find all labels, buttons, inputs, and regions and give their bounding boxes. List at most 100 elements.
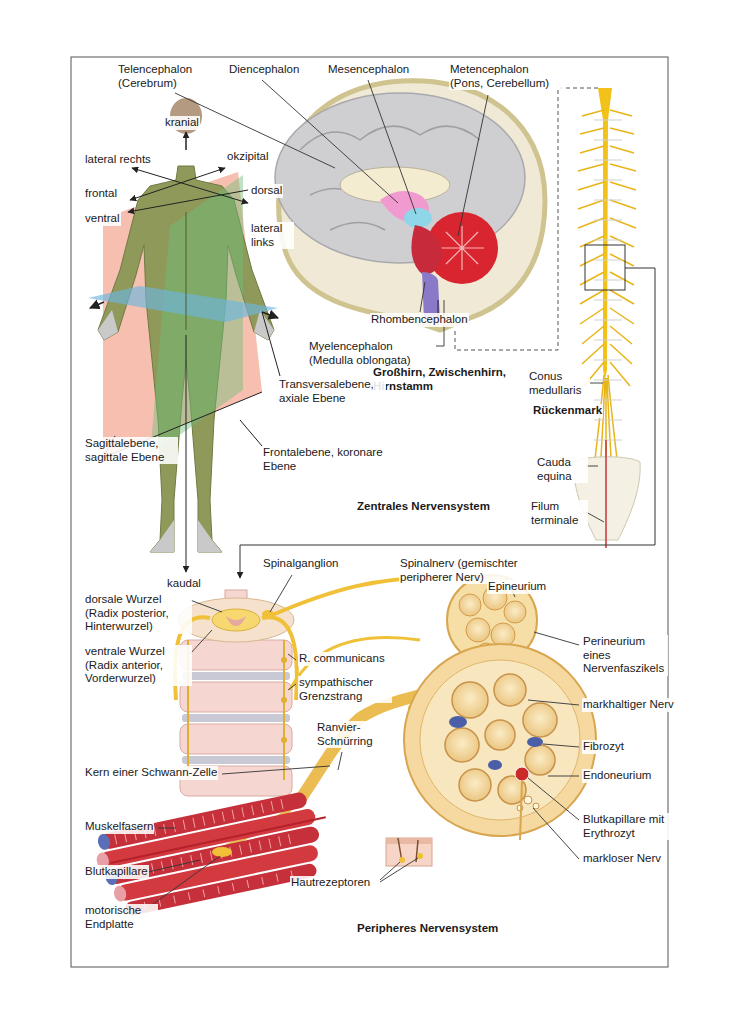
peripheral-nerve (445, 728, 479, 762)
spinal-cord (605, 440, 607, 548)
leader-line (222, 766, 330, 774)
vertebral-column (281, 657, 287, 663)
vertebral-column (175, 617, 297, 700)
peripheral-nerve (445, 674, 557, 804)
part-label: Metencephalon (Pons, Cerebellum) (449, 63, 563, 90)
section-heading: Großhirn, Zwischenhirn, Hirnstamm (372, 366, 526, 393)
body-planes (186, 212, 187, 330)
part-label: Sagittalebene, sagittale Ebene (84, 437, 178, 464)
peripheral-nerve (523, 703, 557, 737)
vertebral-column (180, 640, 292, 670)
peripheral-nerve (488, 760, 502, 770)
spinal-cord (598, 88, 612, 380)
spinal-cord (594, 120, 622, 440)
peripheral-nerve (459, 594, 481, 616)
part-label: Endoneurium (582, 769, 652, 783)
leader-line (142, 575, 579, 912)
body-planes (88, 98, 280, 572)
part-label: Telencephalon (Cerebrum) (117, 63, 207, 90)
leader-line (368, 80, 416, 214)
part-label: frontal (84, 187, 118, 201)
body-planes (88, 286, 278, 322)
peripheral-nerve (533, 803, 539, 809)
brain (440, 226, 484, 270)
leader-line (288, 684, 296, 690)
leader-line (158, 828, 176, 829)
part-label: Cauda equina (536, 456, 588, 483)
part-label: Conus medullaris (528, 370, 590, 397)
muscle-fibers (92, 788, 338, 921)
vertebral-column (180, 724, 292, 754)
part-label: Filum terminale (530, 500, 588, 527)
peripheral-nerve (485, 720, 515, 750)
dashed-connector (455, 88, 598, 350)
part-label: sympathischer Grenzstrang (298, 676, 392, 703)
peripheral-nerve (527, 737, 543, 747)
vertebral-column (180, 682, 292, 712)
part-label: Epineurium (487, 580, 547, 594)
part-label: Frontalebene, koronare Ebene (262, 446, 386, 473)
part-label: Kern einer Schwann-Zelle (84, 766, 218, 780)
vertebral-column (226, 616, 246, 626)
part-label: kranial (164, 116, 200, 130)
section-heading: Peripheres Nervensystem (356, 922, 499, 936)
leader-line (190, 600, 222, 612)
vertebral-column (281, 697, 287, 703)
brain (404, 208, 432, 228)
peripheral-nerve (494, 674, 526, 706)
leader-line (175, 80, 488, 346)
part-label: Blutkapillare mit Erythrozyt (582, 813, 680, 840)
part-label: ventral (84, 212, 121, 226)
part-label: Rhombencephalon (370, 313, 469, 327)
brain (411, 225, 443, 275)
part-label: lateral rechts (84, 153, 152, 167)
spinal-cord (594, 120, 622, 440)
part-label: dorsale Wurzel (Radix posterior, Hinterw… (84, 593, 192, 634)
peripheral-nerve (515, 767, 529, 781)
peripheral-nerve (449, 716, 467, 728)
part-label: lateral links (250, 222, 294, 249)
body-planes (132, 168, 248, 203)
muscle-fibers (96, 833, 111, 851)
part-label: Muskelfasern (84, 820, 154, 834)
peripheral-nerve (520, 780, 522, 840)
vertebral-column (188, 640, 284, 780)
vertebral-column (281, 737, 287, 743)
leader-line (380, 858, 418, 882)
spinal-cord (240, 88, 655, 578)
part-label: okzipital (226, 150, 270, 164)
part-label: markloser Nerv (582, 852, 662, 866)
vertebral-column (182, 714, 290, 722)
leader-line (528, 700, 579, 705)
peripheral-nerve (504, 601, 526, 623)
part-label: Mesencephalon (327, 63, 410, 77)
part-label: Spinalganglion (262, 557, 339, 571)
peripheral-nerve (404, 644, 596, 836)
vertebral-column (182, 756, 290, 764)
body-planes (90, 302, 104, 308)
part-label: motorische Endplatte (84, 904, 158, 931)
spinal-cord (585, 245, 625, 290)
spinal-cord (240, 268, 655, 578)
part-label: markhaltiger Nerv (582, 698, 675, 712)
part-label: Fibrozyt (582, 740, 625, 754)
leader-line (288, 654, 296, 660)
skin-receptors (386, 838, 432, 866)
peripheral-nerve (459, 769, 491, 801)
skin-receptors (386, 838, 432, 844)
part-label: R. communicans (298, 652, 386, 666)
part-label: kaudal (166, 577, 202, 591)
leader-line (148, 860, 200, 872)
body-planes (240, 420, 262, 446)
leader-line (543, 744, 579, 747)
part-label: Myelencephalon (Medulla oblongata) (308, 340, 436, 367)
body-planes (128, 190, 248, 212)
leader-line (548, 776, 579, 777)
skin-receptors (386, 838, 432, 866)
leader-line (420, 282, 425, 312)
spinal-cord (578, 110, 636, 386)
part-label: Transversalebene, axiale Ebene (278, 378, 386, 405)
leader-line (586, 512, 604, 522)
leader-line (458, 95, 488, 236)
